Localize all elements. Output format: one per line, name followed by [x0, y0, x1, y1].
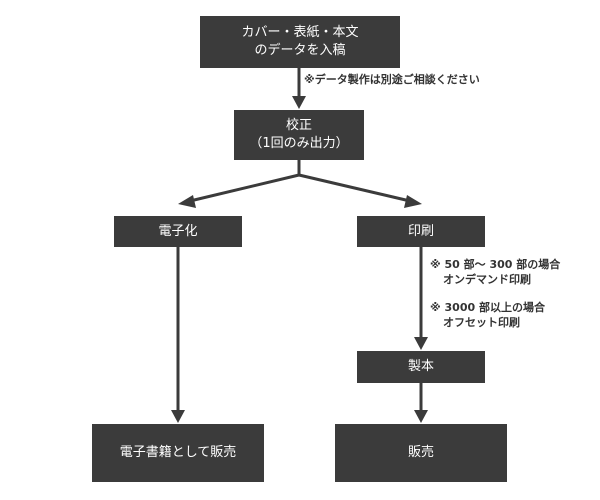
- node-data-submission: カバー・表紙・本文 のデータを入稿: [200, 16, 400, 68]
- node-proofreading: 校正 （1回のみ出力）: [234, 110, 364, 160]
- node-ebook-sales-label: 電子書籍として販売: [119, 445, 237, 460]
- arrowhead-sales: [414, 410, 428, 423]
- node-sales-label: 販売: [407, 445, 434, 460]
- node-data-submission-line2: のデータを入稿: [254, 43, 346, 58]
- node-proofreading-line1: 校正: [285, 118, 312, 133]
- note-offset-line1: ※ 3000 部以上の場合: [430, 301, 545, 314]
- node-printing: 印刷: [357, 216, 485, 247]
- arrowhead-digital: [178, 195, 196, 208]
- arrowhead-binding: [414, 337, 428, 350]
- node-proofreading-line2: （1回のみ出力）: [249, 136, 349, 151]
- node-ebook-sales: 電子書籍として販売: [92, 424, 264, 482]
- note-data-production: ※データ製作は別途ご相談ください: [304, 73, 480, 86]
- node-sales: 販売: [335, 424, 507, 482]
- node-data-submission-line1: カバー・表紙・本文: [241, 25, 359, 40]
- node-digitization-label: 電子化: [158, 223, 198, 239]
- note-ondemand-line2: オンデマンド印刷: [443, 273, 531, 286]
- arrowhead-print: [404, 195, 422, 208]
- node-binding-label: 製本: [407, 359, 434, 374]
- arrow-split-right: [298, 173, 411, 203]
- node-binding: 製本: [357, 351, 485, 383]
- note-offset-line2: オフセット印刷: [443, 316, 520, 329]
- node-digitization: 電子化: [114, 216, 242, 247]
- arrow-split-left: [189, 173, 300, 203]
- arrowhead-proof: [292, 96, 306, 109]
- arrowhead-ebook: [171, 410, 185, 423]
- note-ondemand: ※ 50 部〜 300 部の場合 オンデマンド印刷: [430, 257, 560, 287]
- note-offset: ※ 3000 部以上の場合 オフセット印刷: [430, 300, 545, 330]
- node-printing-label: 印刷: [407, 223, 434, 239]
- note-ondemand-line1: ※ 50 部〜 300 部の場合: [430, 258, 561, 271]
